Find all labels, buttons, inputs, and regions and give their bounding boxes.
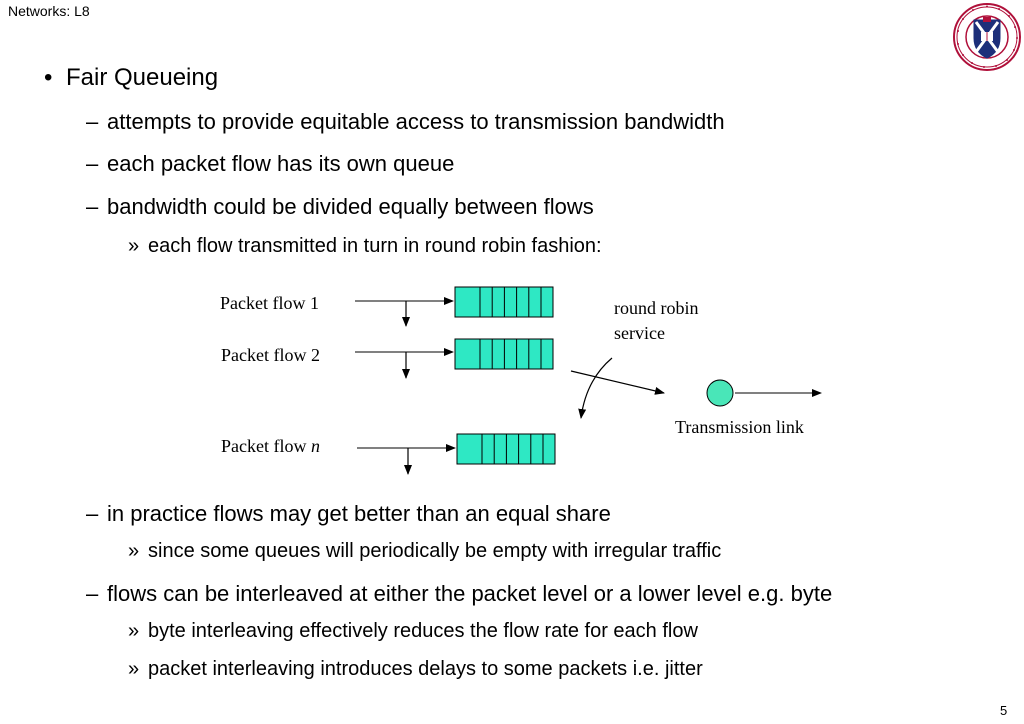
subbullet-marker: » [128,658,140,680]
subbullet-jitter: packet interleaving introduces delays to… [148,658,703,680]
subbullet-marker: » [128,235,140,257]
bullet-fair-queueing: Fair Queueing [66,64,219,91]
dash-interleaving: flows can be interleaved at either the p… [107,581,833,606]
subbullet-marker: » [128,540,140,562]
queue-flow-1 [454,286,554,318]
dash-equitable-access: attempts to provide equitable access to … [107,109,725,134]
page-number: 5 [1000,703,1008,718]
dash-marker: – [86,501,99,526]
queue-flow-n [456,433,556,465]
dash-marker: – [86,581,99,606]
university-seal-logo [953,3,1021,71]
subbullet-marker: » [128,620,140,642]
label-packet-flow-1: Packet flow 1 [220,293,319,313]
round-robin-curved-arrow [578,357,613,419]
label-service: service [614,323,665,343]
dash-divided-equally: bandwidth could be divided equally betwe… [107,194,594,219]
subbullet-round-robin: each flow transmitted in turn in round r… [148,235,602,257]
queue-flow-2 [454,338,554,370]
dash-marker: – [86,109,99,134]
dash-own-queue: each packet flow has its own queue [107,151,455,176]
transmission-server-circle [706,379,734,407]
slide-header: Networks: L8 [8,3,90,19]
label-packet-flow-n: Packet flow n [221,436,320,456]
subbullet-byte-interleaving: byte interleaving effectively reduces th… [148,620,698,642]
label-round-robin: round robin [614,298,699,318]
bullet-marker: • [44,64,53,91]
label-packet-flow-2: Packet flow 2 [221,345,320,365]
flow-variable: n [310,436,320,456]
server-input-arrow [570,370,665,395]
dash-better-share: in practice flows may get better than an… [107,501,611,526]
label-transmission-link: Transmission link [675,417,804,437]
dash-marker: – [86,151,99,176]
dash-marker: – [86,194,99,219]
subbullet-empty-queues: since some queues will periodically be e… [148,540,722,562]
